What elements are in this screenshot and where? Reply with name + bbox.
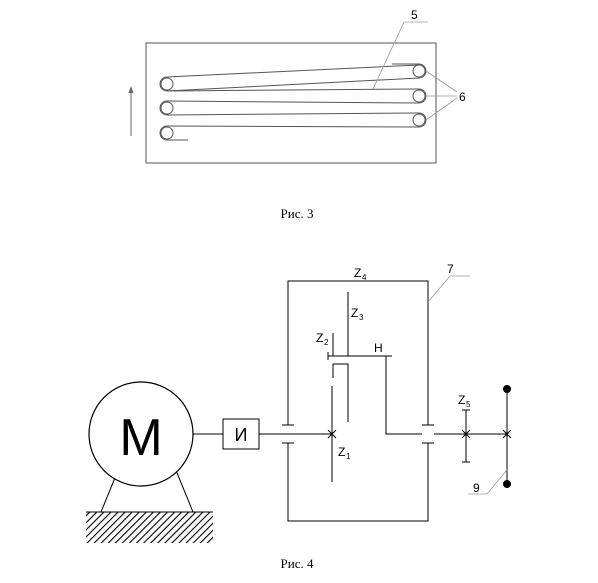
- carrier-label: H: [374, 341, 383, 355]
- coupling: И: [222, 418, 260, 450]
- motor: M: [86, 381, 213, 543]
- gear-z2-label: Z: [316, 331, 323, 345]
- rollers: [160, 64, 426, 140]
- gear-z4-index: 4: [362, 273, 367, 282]
- gear-z5-label: Z: [458, 393, 465, 407]
- roller: [412, 64, 426, 78]
- gear-z1: [327, 386, 337, 482]
- coupling-symbol: И: [235, 425, 248, 445]
- callout-rollers: 6: [459, 90, 466, 104]
- figure-3: 5 6 Рис. 3: [128, 8, 466, 221]
- gear-z1-index: 1: [346, 452, 351, 461]
- callout-housing: 7: [447, 262, 454, 276]
- gear-z3-index: 3: [359, 313, 364, 322]
- roller: [160, 101, 174, 115]
- figure-4: M И Z 1: [86, 262, 512, 571]
- gear-z3-label: Z: [351, 306, 358, 320]
- output-element: [502, 385, 512, 488]
- gear-z5-index: 5: [466, 400, 471, 409]
- callout-leader-belt: [372, 21, 405, 90]
- callout-belt: 5: [411, 8, 418, 22]
- planet-gears: [327, 292, 392, 422]
- roller: [160, 77, 174, 91]
- gear-z2-index: 2: [324, 338, 329, 347]
- callout-leader-housing: [427, 275, 451, 303]
- belt-frame: [145, 42, 437, 164]
- gearbox-housing: [282, 280, 434, 522]
- roller: [412, 89, 426, 103]
- callout-output: 9: [473, 481, 480, 495]
- belt: [159, 63, 427, 141]
- gear-z5: [461, 409, 471, 463]
- gear-z4-label: Z: [354, 266, 361, 280]
- roller: [160, 126, 174, 140]
- motor-mount: [100, 467, 194, 513]
- roller: [412, 113, 426, 127]
- direction-arrow: [128, 86, 134, 136]
- figure-4-caption: Рис. 4: [281, 556, 314, 571]
- callout-leader-output: [486, 469, 508, 495]
- callout-leaders-rollers: [425, 70, 458, 121]
- figure-3-caption: Рис. 3: [281, 206, 314, 221]
- carrier-h: [348, 355, 422, 435]
- motor-foundation-hatch: [86, 512, 213, 543]
- motor-label: M: [119, 409, 162, 467]
- gear-z1-label: Z: [338, 445, 345, 459]
